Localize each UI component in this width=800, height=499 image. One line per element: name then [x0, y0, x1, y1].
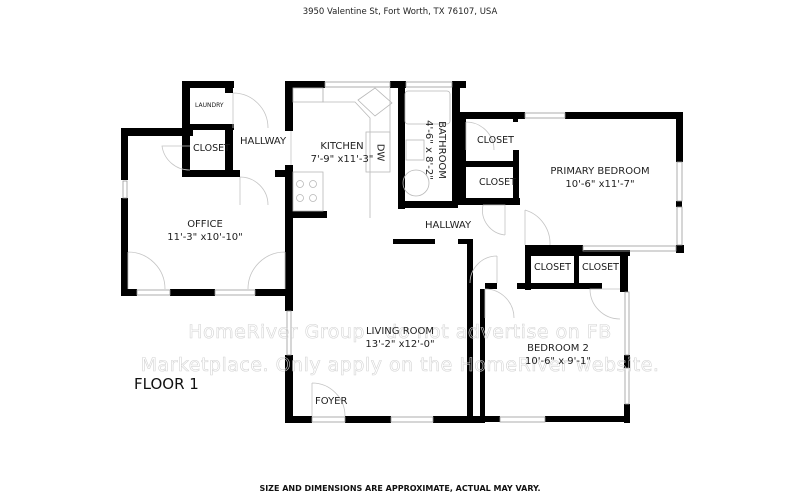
room-closet-office: CLOSET	[193, 143, 230, 154]
room-closet-bed2-1: CLOSET	[534, 262, 571, 273]
room-office: OFFICE 11'-3" x10'-10"	[160, 218, 250, 244]
room-kitchen: KITCHEN 7'-9" x11'-3"	[302, 140, 382, 166]
room-bedroom-2-name: BEDROOM 2	[527, 343, 589, 354]
watermark-line-2: Marketplace. Only apply on the HomeRiver…	[140, 354, 660, 377]
room-living-name: LIVING ROOM	[365, 326, 435, 337]
watermark-line-1: HomeRiver Group - do not advertise on FB	[188, 321, 612, 344]
room-bathroom-name: BATHROOM	[436, 121, 447, 179]
windows	[122, 81, 683, 423]
room-kitchen-name: KITCHEN	[320, 141, 364, 152]
room-hallway-north: HALLWAY	[240, 136, 287, 147]
room-closet-primary-2: CLOSET	[479, 177, 516, 188]
room-closet-primary-1: CLOSET	[477, 135, 514, 146]
door-swings	[127, 92, 621, 417]
room-bedroom-2-dims: 10'-6" x 9'-1"	[524, 356, 591, 367]
room-office-name: OFFICE	[187, 219, 223, 230]
floor-label: FLOOR 1	[134, 375, 199, 393]
walls	[121, 81, 684, 423]
room-primary-bedroom-dims: 10'-6" x11'-7"	[565, 179, 635, 190]
property-address: 3950 Valentine St, Fort Worth, TX 76107,…	[302, 7, 498, 17]
room-foyer: FOYER	[315, 396, 348, 407]
room-kitchen-dims: 7'-9" x11'-3"	[310, 154, 374, 165]
room-bathroom: BATHROOM 4'-6" x 8'-2"	[422, 100, 448, 200]
room-living: LIVING ROOM 13'-2" x12'-0"	[340, 325, 460, 351]
room-hallway-center: HALLWAY	[425, 220, 472, 231]
room-living-dims: 13'-2" x12'-0"	[365, 339, 435, 350]
room-bedroom-2: BEDROOM 2 10'-6" x 9'-1"	[508, 342, 608, 368]
room-closet-bed2-2: CLOSET	[582, 262, 619, 273]
room-office-dims: 11'-3" x10'-10"	[167, 232, 243, 243]
room-primary-bedroom: PRIMARY BEDROOM 10'-6" x11'-7"	[530, 165, 670, 191]
dishwasher-label: DW	[374, 143, 386, 162]
room-laundry: LAUNDRY	[195, 102, 224, 109]
room-bathroom-dims: 4'-6" x 8'-2"	[423, 120, 434, 180]
fixtures	[292, 87, 451, 218]
disclaimer: SIZE AND DIMENSIONS ARE APPROXIMATE, ACT…	[259, 484, 541, 493]
room-primary-bedroom-name: PRIMARY BEDROOM	[550, 166, 650, 177]
